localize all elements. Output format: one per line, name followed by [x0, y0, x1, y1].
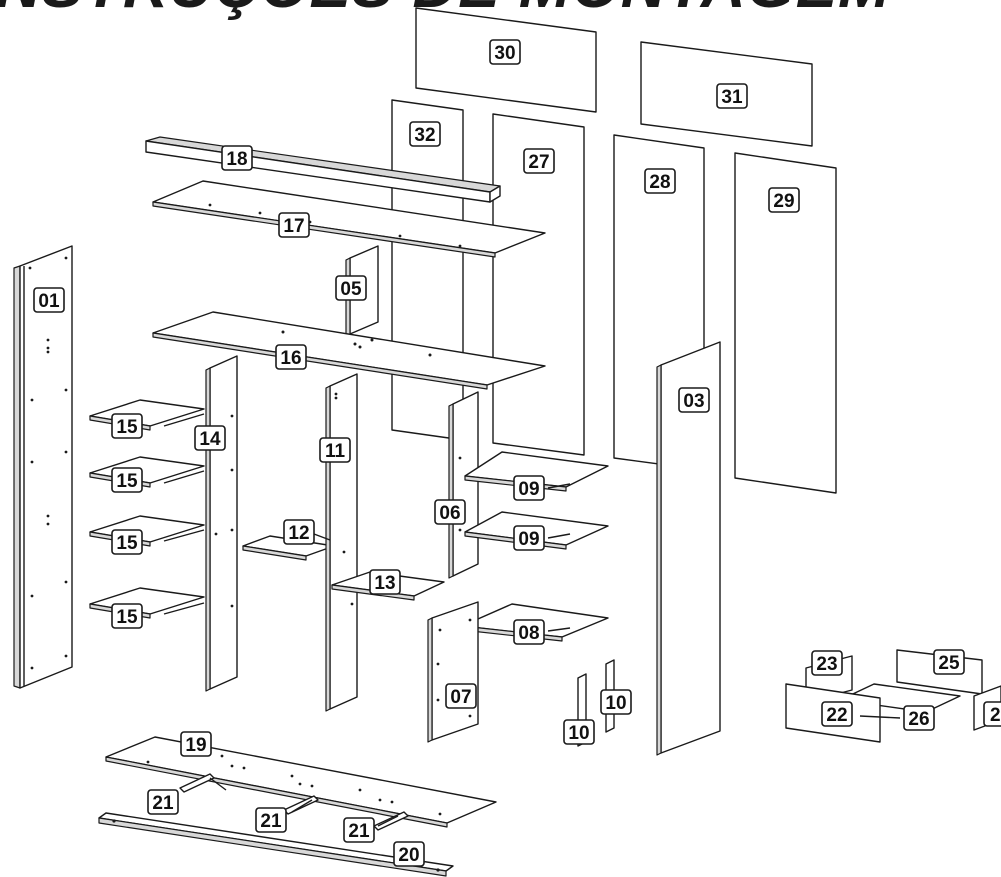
part-15-shelf-3: [89, 515, 205, 547]
label-15-1-text: 15: [116, 417, 138, 438]
part-07-panel: [427, 601, 479, 743]
label-10-2: 10: [600, 689, 632, 715]
label-10-1-text: 10: [568, 723, 589, 744]
label-10-2-text: 10: [605, 693, 626, 714]
label-09-1-text: 09: [518, 479, 539, 500]
label-29-text: 29: [773, 191, 794, 212]
label-12: 12: [283, 519, 315, 545]
label-19: 19: [180, 731, 212, 757]
label-09-2-text: 09: [518, 529, 539, 550]
label-08: 08: [513, 619, 545, 645]
label-01-text: 01: [38, 291, 60, 312]
label-32: 32: [409, 121, 441, 147]
label-27-text: 27: [528, 152, 549, 173]
label-19-text: 19: [185, 735, 206, 756]
label-21-1: 21: [147, 789, 179, 815]
part-19-base: [105, 736, 497, 828]
label-29: 29: [768, 187, 800, 213]
label-25: 25: [933, 649, 965, 675]
part-26-drawer-bottom: [839, 683, 961, 713]
label-26: 26: [903, 705, 935, 731]
part-21-support-3: [373, 811, 409, 831]
part-15-shelf-4: [89, 587, 205, 619]
panel-32: [391, 99, 464, 441]
part-11-divider: [325, 373, 358, 712]
part-15-shelf-1: [89, 399, 205, 431]
label-15-1: 15: [111, 413, 143, 439]
label-15-4-text: 15: [116, 607, 138, 628]
label-07-text: 07: [450, 687, 471, 708]
label-16: 16: [275, 344, 307, 370]
label-31-text: 31: [721, 87, 743, 108]
label-11-text: 11: [325, 441, 346, 462]
label-26-text: 26: [908, 709, 929, 730]
label-25-text: 25: [938, 653, 960, 674]
part-15-shelf-2: [89, 456, 205, 488]
label-07: 07: [445, 683, 477, 709]
label-05: 05: [335, 275, 367, 301]
label-15-3: 15: [111, 529, 143, 555]
label-24-text: 2: [990, 705, 1001, 726]
label-15-3-text: 15: [116, 533, 138, 554]
label-13: 13: [369, 569, 401, 595]
label-14: 14: [194, 425, 226, 451]
part-21-support-1: [179, 773, 215, 793]
label-09-2: 09: [513, 525, 545, 551]
label-30: 30: [489, 39, 521, 65]
label-31: 31: [716, 83, 748, 109]
label-14-text: 14: [199, 429, 221, 450]
label-01: 01: [33, 287, 65, 313]
label-10-1: 10: [563, 719, 595, 745]
label-03-text: 03: [683, 391, 704, 412]
label-21-3-text: 21: [348, 821, 370, 842]
label-23: 23: [811, 650, 843, 676]
label-06-text: 06: [439, 503, 460, 524]
label-32-text: 32: [414, 125, 435, 146]
part-01-side-panel: [13, 245, 73, 689]
part-20-rail: [98, 812, 454, 877]
label-20-text: 20: [398, 845, 419, 866]
label-22-text: 22: [826, 705, 847, 726]
label-15-2-text: 15: [116, 471, 138, 492]
label-06: 06: [434, 499, 466, 525]
label-22: 22: [821, 701, 853, 727]
label-08-text: 08: [518, 623, 539, 644]
label-21-2-text: 21: [260, 811, 282, 832]
label-21-3: 21: [343, 817, 375, 843]
panel-29: [734, 152, 837, 494]
label-18-text: 18: [226, 149, 247, 170]
label-24: 2: [983, 701, 1001, 727]
label-13-text: 13: [374, 573, 395, 594]
label-30-text: 30: [494, 43, 515, 64]
label-27: 27: [523, 148, 555, 174]
label-17-text: 17: [283, 216, 304, 237]
label-03: 03: [678, 387, 710, 413]
part-03-side-panel: [656, 341, 721, 756]
label-09-1: 09: [513, 475, 545, 501]
label-12-text: 12: [288, 523, 309, 544]
page-title: NSTRUÇÕES DE MONTAGEM: [0, 0, 891, 18]
label-15-4: 15: [111, 603, 143, 629]
label-28-text: 28: [649, 172, 670, 193]
part-06-divider: [448, 391, 479, 579]
part-12-shelf: [242, 535, 335, 561]
label-15-2: 15: [111, 467, 143, 493]
label-16-text: 16: [280, 348, 301, 369]
part-14-divider: [205, 355, 238, 692]
label-18: 18: [221, 145, 253, 171]
label-20: 20: [393, 841, 425, 867]
label-21-1-text: 21: [152, 793, 174, 814]
label-17: 17: [278, 212, 310, 238]
part-16-shelf: [152, 311, 546, 390]
label-05-text: 05: [340, 279, 362, 300]
label-28: 28: [644, 168, 676, 194]
label-21-2: 21: [255, 807, 287, 833]
part-17-top: [152, 180, 546, 258]
label-23-text: 23: [816, 654, 837, 675]
label-11: 11: [319, 437, 351, 463]
